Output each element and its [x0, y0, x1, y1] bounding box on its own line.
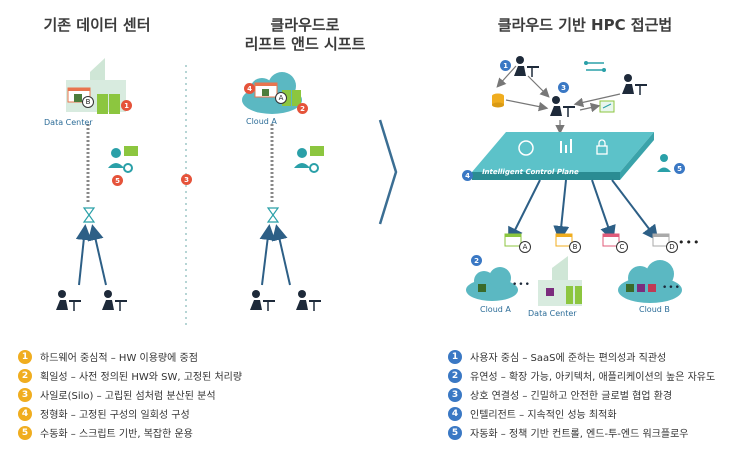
- list-number: 2: [18, 368, 32, 383]
- list-item: 3 상호 연결성 – 긴밀하고 안전한 글로벌 협업 환경: [448, 385, 715, 404]
- chevron-right-icon: [378, 119, 398, 225]
- badge-mid-2: 2: [297, 103, 308, 114]
- right-admin-icon: [657, 154, 671, 172]
- list-text: 정형화 – 고정된 구성의 일회성 구성: [40, 410, 190, 421]
- list-number: 1: [18, 349, 32, 364]
- legacy-datacenter-icon: [66, 58, 126, 114]
- list-text: 수동화 – 스크립트 기반, 복잡한 운용: [40, 429, 193, 440]
- control-plane-label: Intelligent Control Plane: [481, 168, 580, 176]
- right-cloud-a-icon: [466, 267, 518, 301]
- marker-b-right: B: [569, 241, 581, 253]
- lift-shift-title: 클라우드로 리프트 앤드 시프트: [215, 16, 395, 54]
- data-center-label-left: Data Center: [44, 118, 93, 127]
- cloud-b-label-right: Cloud B: [639, 305, 670, 314]
- list-text: 획일성 – 사전 정의된 HW와 SW, 고정된 처리량: [40, 372, 243, 383]
- right-center-user-icon: [550, 96, 575, 117]
- data-center-label-right: Data Center: [528, 309, 577, 318]
- app-a-icon: [504, 233, 522, 247]
- legacy-user-1-icon: [56, 290, 81, 311]
- database-icon: [492, 93, 504, 108]
- app-c-icon: [602, 233, 620, 247]
- list-number: 1: [448, 349, 462, 364]
- cloud-a-label-right: Cloud A: [480, 305, 511, 314]
- legacy-admin-icon: [108, 146, 138, 173]
- list-item: 1 하드웨어 중심적 – HW 이용량에 중점: [18, 347, 242, 366]
- cloud-hpc-characteristics-list: 1 사용자 중심 – SaaS에 준하는 편의성과 직관성 2 유연성 – 확장 가…: [448, 347, 715, 442]
- right-top-user-icon: [514, 56, 539, 77]
- cloud-hpc-title: 클라우드 기반 HPC 접근법: [497, 16, 673, 34]
- list-item: 2 유연성 – 확장 가능, 아키텍처, 애플리케이션의 높은 자유도: [448, 366, 715, 385]
- list-item: 4 인텔리전트 – 지속적인 성능 최적화: [448, 404, 715, 423]
- badge-left-1: 1: [121, 100, 132, 111]
- list-text: 상호 연결성 – 긴밀하고 안전한 글로벌 협업 환경: [470, 391, 673, 402]
- legacy-hourglass-icon: [82, 207, 96, 223]
- badge-left-5: 5: [112, 175, 123, 186]
- list-text: 사일로(Silo) – 고립된 섬처럼 분산된 분석: [40, 391, 216, 402]
- mid-hourglass-icon: [266, 207, 280, 223]
- cloud-a-label-mid: Cloud A: [246, 117, 277, 126]
- list-number: 4: [18, 406, 32, 421]
- app-b-icon: [555, 233, 573, 247]
- mid-user-2-icon: [296, 290, 321, 311]
- cloud-a-ellipsis: •••: [512, 280, 531, 290]
- marker-d-right: D: [666, 241, 678, 253]
- mid-user-1-icon: [250, 290, 275, 311]
- list-number: 3: [18, 387, 32, 402]
- marker-a-right: A: [519, 241, 531, 253]
- marker-a-mid: A: [275, 92, 287, 104]
- list-item: 4 정형화 – 고정된 구성의 일회성 구성: [18, 404, 242, 423]
- lift-shift-title-line1: 클라우드로: [270, 16, 340, 34]
- right-right-user-icon: [622, 74, 647, 95]
- right-cloud-b-icon: [618, 260, 682, 303]
- badge-right-3: 3: [558, 82, 569, 93]
- legacy-user-2-icon: [102, 290, 127, 311]
- badge-right-4: 4: [462, 170, 473, 181]
- list-text: 자동화 – 정책 기반 컨트롤, 엔드-투-엔드 워크플로우: [470, 429, 689, 440]
- list-text: 사용자 중심 – SaaS에 준하는 편의성과 직관성: [470, 353, 667, 364]
- collaboration-arrows-icon: [584, 61, 606, 72]
- badge-mid-4: 4: [244, 83, 255, 94]
- list-item: 5 수동화 – 스크립트 기반, 복잡한 운용: [18, 423, 242, 442]
- mid-admin-icon: [294, 146, 324, 173]
- list-number: 3: [448, 387, 462, 402]
- app-d-icon: [652, 233, 670, 247]
- list-number: 5: [448, 425, 462, 440]
- lift-shift-title-line2: 리프트 앤드 시프트: [244, 34, 366, 53]
- legacy-title: 기존 데이터 센터: [43, 16, 151, 34]
- cloud-b-ellipsis: •••: [662, 283, 681, 293]
- marker-c-right: C: [616, 241, 628, 253]
- legacy-characteristics-list: 1 하드웨어 중심적 – HW 이용량에 중점 2 획일성 – 사전 정의된 HW와…: [18, 347, 242, 442]
- list-text: 유연성 – 확장 가능, 아키텍처, 애플리케이션의 높은 자유도: [470, 372, 716, 383]
- more-apps-ellipsis: •••: [678, 236, 701, 249]
- right-datacenter-icon: [538, 256, 582, 306]
- list-item: 5 자동화 – 정책 기반 컨트롤, 엔드-투-엔드 워크플로우: [448, 423, 715, 442]
- list-number: 4: [448, 406, 462, 421]
- list-item: 3 사일로(Silo) – 고립된 섬처럼 분산된 분석: [18, 385, 242, 404]
- list-item: 1 사용자 중심 – SaaS에 준하는 편의성과 직관성: [448, 347, 715, 366]
- analytics-panel-icon: [599, 100, 615, 113]
- list-item: 2 획일성 – 사전 정의된 HW와 SW, 고정된 처리량: [18, 366, 242, 385]
- list-text: 하드웨어 중심적 – HW 이용량에 중점: [40, 353, 198, 364]
- mid-cloud-icon: [242, 72, 302, 114]
- badge-right-1: 1: [500, 60, 511, 71]
- badge-right-5: 5: [674, 163, 685, 174]
- list-text: 인텔리전트 – 지속적인 성능 최적화: [470, 410, 617, 421]
- list-number: 2: [448, 368, 462, 383]
- list-number: 5: [18, 425, 32, 440]
- intelligent-control-plane: [472, 132, 654, 180]
- marker-b-left: B: [82, 96, 94, 108]
- badge-right-2: 2: [471, 255, 482, 266]
- badge-mid-3: 3: [181, 174, 192, 185]
